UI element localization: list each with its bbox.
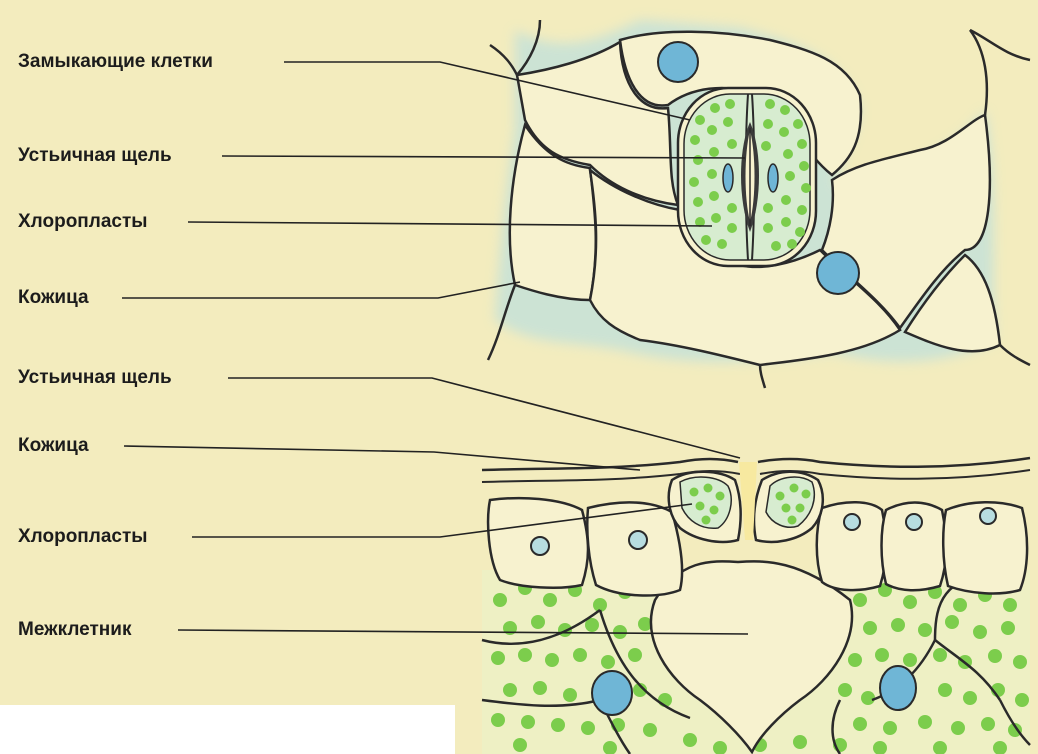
blank-patch (0, 705, 455, 754)
nucleus (880, 666, 916, 710)
label-stomatal-slit-bottom: Устьичная щель (18, 367, 172, 389)
nucleus (658, 42, 698, 82)
nucleus (817, 252, 859, 294)
label-chloroplasts-top: Хлоропласты (18, 211, 148, 233)
guard-cells-section (669, 462, 823, 542)
label-chloroplasts-bottom: Хлоропласты (18, 526, 148, 548)
label-stomatal-slit-top: Устьичная щель (18, 145, 172, 167)
guard-cells (678, 88, 816, 266)
label-guard-cells: Замыкающие клетки (18, 51, 213, 73)
label-epidermis-top: Кожица (18, 287, 89, 309)
nucleus (592, 671, 632, 715)
label-epidermis-bottom: Кожица (18, 435, 89, 457)
label-intercellular-space: Межклетник (18, 619, 131, 641)
cross-section (482, 458, 1030, 754)
surface-view (488, 20, 1030, 388)
